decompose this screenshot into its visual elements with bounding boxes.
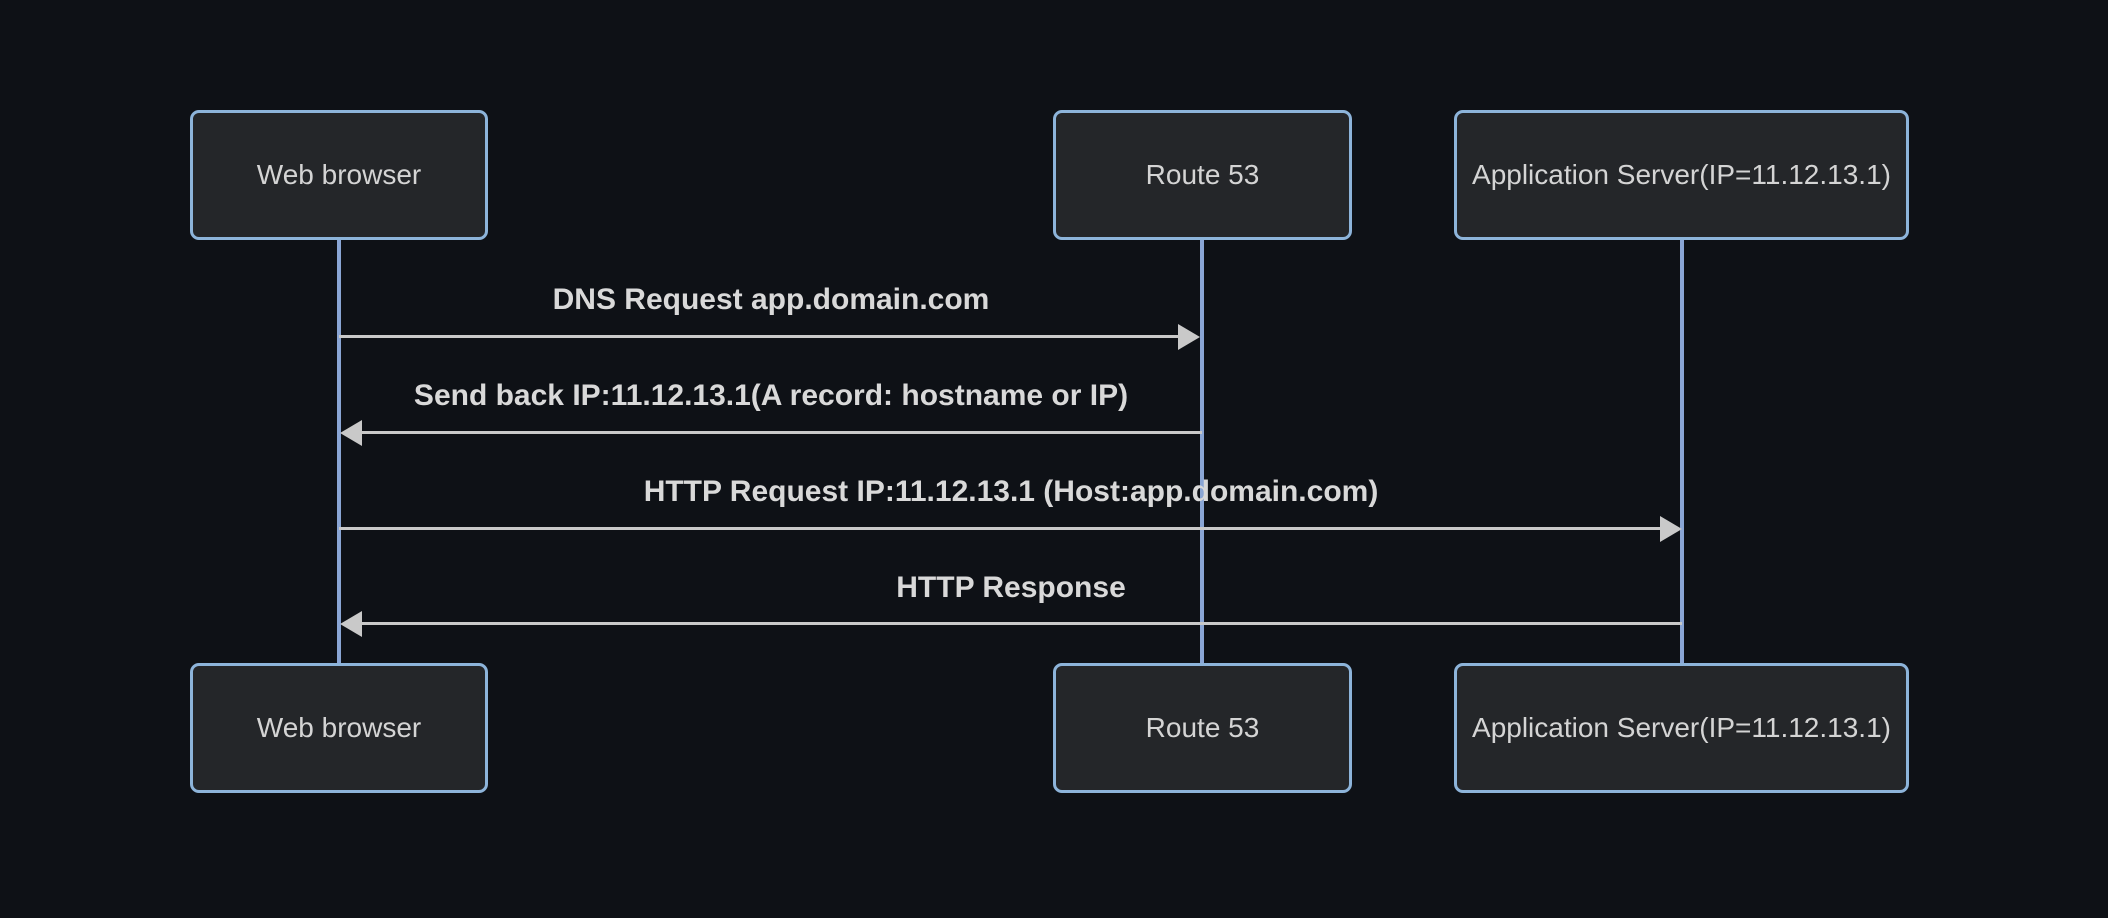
message-line-http-request	[339, 527, 1660, 530]
actor-label: Route 53	[1145, 712, 1260, 743]
arrowhead-left-icon	[340, 420, 362, 446]
message-label-send-back-ip: Send back IP:11.12.13.1(A record: hostna…	[413, 379, 1129, 412]
lifeline-web-browser	[337, 240, 341, 663]
message-line-send-back-ip	[362, 431, 1202, 434]
actor-label: Web browser	[256, 159, 422, 190]
lifeline-route53	[1200, 240, 1204, 663]
actor-box-web-browser-top: Web browser	[190, 110, 488, 240]
actor-box-application-server-bottom: Application Server(IP=11.12.13.1)	[1454, 663, 1909, 793]
actor-box-route53-top: Route 53	[1053, 110, 1352, 240]
actor-box-web-browser-bottom: Web browser	[190, 663, 488, 793]
actor-box-route53-bottom: Route 53	[1053, 663, 1352, 793]
arrowhead-right-icon	[1178, 324, 1200, 350]
arrowhead-left-icon	[340, 611, 362, 637]
actor-label: Application Server(IP=11.12.13.1)	[1472, 159, 1891, 190]
message-line-dns-request	[339, 335, 1178, 338]
lifeline-application-server	[1680, 240, 1684, 663]
actor-label: Application Server(IP=11.12.13.1)	[1472, 712, 1891, 743]
actor-label: Web browser	[256, 712, 422, 743]
actor-box-application-server-top: Application Server(IP=11.12.13.1)	[1454, 110, 1909, 240]
actor-label: Route 53	[1145, 159, 1260, 190]
message-label-http-request: HTTP Request IP:11.12.13.1 (Host:app.dom…	[643, 475, 1379, 508]
message-line-http-response	[362, 622, 1682, 625]
message-label-http-response: HTTP Response	[896, 571, 1126, 604]
arrowhead-right-icon	[1660, 516, 1682, 542]
message-label-dns-request: DNS Request app.domain.com	[552, 283, 990, 316]
